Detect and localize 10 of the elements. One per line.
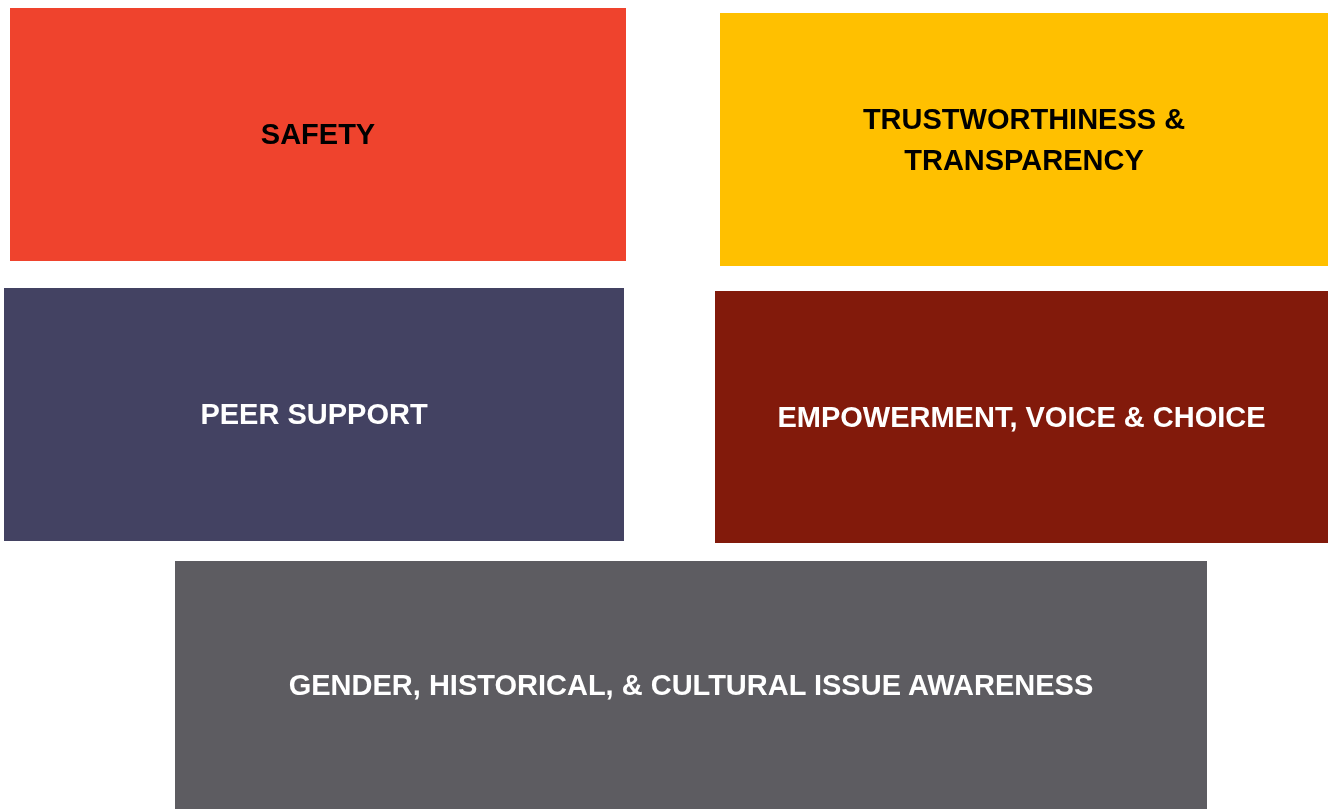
category-label: PEER SUPPORT	[200, 397, 428, 433]
category-label: TRUSTWORTHINESS & TRANSPARENCY	[861, 101, 1187, 178]
category-box	[720, 13, 1328, 266]
category-box	[10, 8, 626, 261]
category-box	[175, 561, 1207, 809]
category-box	[4, 288, 624, 541]
category-label: EMPOWERMENT, VOICE & CHOICE	[777, 399, 1266, 435]
category-label: SAFETY	[260, 117, 376, 153]
category-label: GENDER, HISTORICAL, & CULTURAL ISSUE AWARENESS	[288, 667, 1094, 703]
category-box	[715, 291, 1328, 543]
